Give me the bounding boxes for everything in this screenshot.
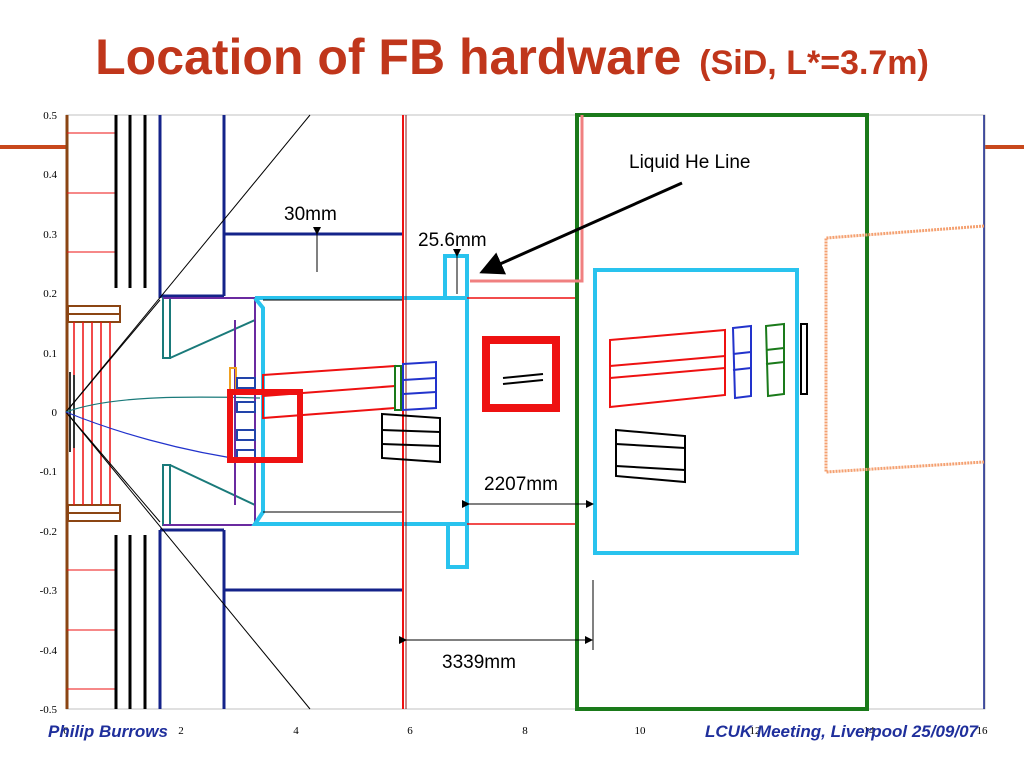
liquid-he-line-label: Liquid He Line <box>629 152 750 173</box>
x-tick-label: 8 <box>522 725 528 737</box>
gap-25-6mm-label: 25.6mm <box>418 230 487 251</box>
beampipe-neck-lower <box>446 524 469 569</box>
x-tick-label: 4 <box>293 725 299 737</box>
footer-event: LCUK Meeting, Liverpool 25/09/07 <box>704 722 978 741</box>
x-axis: 0 2 4 6 8 10 12 14 16 <box>63 725 988 737</box>
beam-fan <box>65 299 161 523</box>
x-tick-label: 14 <box>864 725 876 737</box>
title-subtitle: (SiD, L*=3.7m) <box>699 44 929 82</box>
y-tick-label: -0.1 <box>40 466 57 478</box>
title-main: Location of FB hardware <box>95 29 682 85</box>
y-tick-label: 0.4 <box>43 169 57 181</box>
beampipe-neck <box>443 254 469 298</box>
beampipe-blacklines <box>263 299 404 513</box>
extraction-magnet <box>381 412 441 464</box>
y-axis: 0.5 0.4 0.3 0.2 0.1 0 -0.1 -0.2 -0.3 -0.… <box>40 110 58 716</box>
x-tick-label: 10 <box>635 725 647 737</box>
he-line-pointer <box>479 181 683 275</box>
x-tick-label: 2 <box>178 725 184 737</box>
fb-kicker-box-left <box>227 389 303 463</box>
dist-2207mm-label: 2207mm <box>484 474 558 495</box>
x-tick-label: 12 <box>750 725 761 737</box>
y-tick-label: 0 <box>52 407 58 419</box>
y-tick-label: 0.2 <box>43 288 57 300</box>
qf1-magnet <box>609 328 726 409</box>
y-tick-label: 0.3 <box>43 229 57 241</box>
qf1-blue-element <box>731 324 752 400</box>
x-tick-label: 0 <box>63 725 69 737</box>
gap-30mm-label: 30mm <box>284 204 337 225</box>
ip-stack <box>69 372 75 452</box>
fb-bpm-lines <box>502 373 544 385</box>
slide-title: Location of FB hardware (SiD, L*=3.7m) <box>0 28 1024 86</box>
dim-3339mm <box>399 580 594 650</box>
sextupole-blue <box>402 360 437 412</box>
acceptance-lines <box>65 114 311 710</box>
endcap-ticks <box>67 132 117 690</box>
lumical-boxes <box>67 305 121 522</box>
y-tick-label: -0.4 <box>40 645 58 657</box>
y-tick-label: 0.1 <box>43 348 57 360</box>
qf1-green-element <box>764 322 785 398</box>
qf1-pipe-box <box>593 268 799 555</box>
qf1-black-element <box>800 323 808 395</box>
accent-rule-left <box>0 145 66 149</box>
footer-author: Philip Burrows <box>48 722 168 741</box>
calorimeter-bars <box>114 115 147 709</box>
beamcal-upper <box>162 297 256 359</box>
y-tick-label: 0.5 <box>43 110 57 122</box>
x-tick-label: 6 <box>407 725 413 737</box>
x-tick-label: 16 <box>977 725 989 737</box>
lumical-redlines <box>73 322 111 505</box>
solenoid-bars <box>158 115 404 709</box>
qf1-extraction-magnet <box>615 428 686 484</box>
sextupole-green <box>394 365 402 411</box>
small-blue-blocks <box>236 377 256 461</box>
small-orange-block <box>229 367 237 393</box>
fb-bpm-box-right <box>482 336 560 412</box>
beamcal-lower <box>162 464 256 526</box>
dist-3339mm-label: 3339mm <box>442 652 516 673</box>
y-tick-label: -0.3 <box>40 585 58 597</box>
liquid-he-line <box>470 115 584 283</box>
cryostat-box <box>575 113 869 711</box>
beam-guide-red <box>467 297 578 525</box>
accent-rule-right <box>985 145 1024 149</box>
outer-shield-outline <box>824 224 985 474</box>
y-tick-label: -0.5 <box>40 704 58 716</box>
y-tick-label: -0.2 <box>40 526 57 538</box>
